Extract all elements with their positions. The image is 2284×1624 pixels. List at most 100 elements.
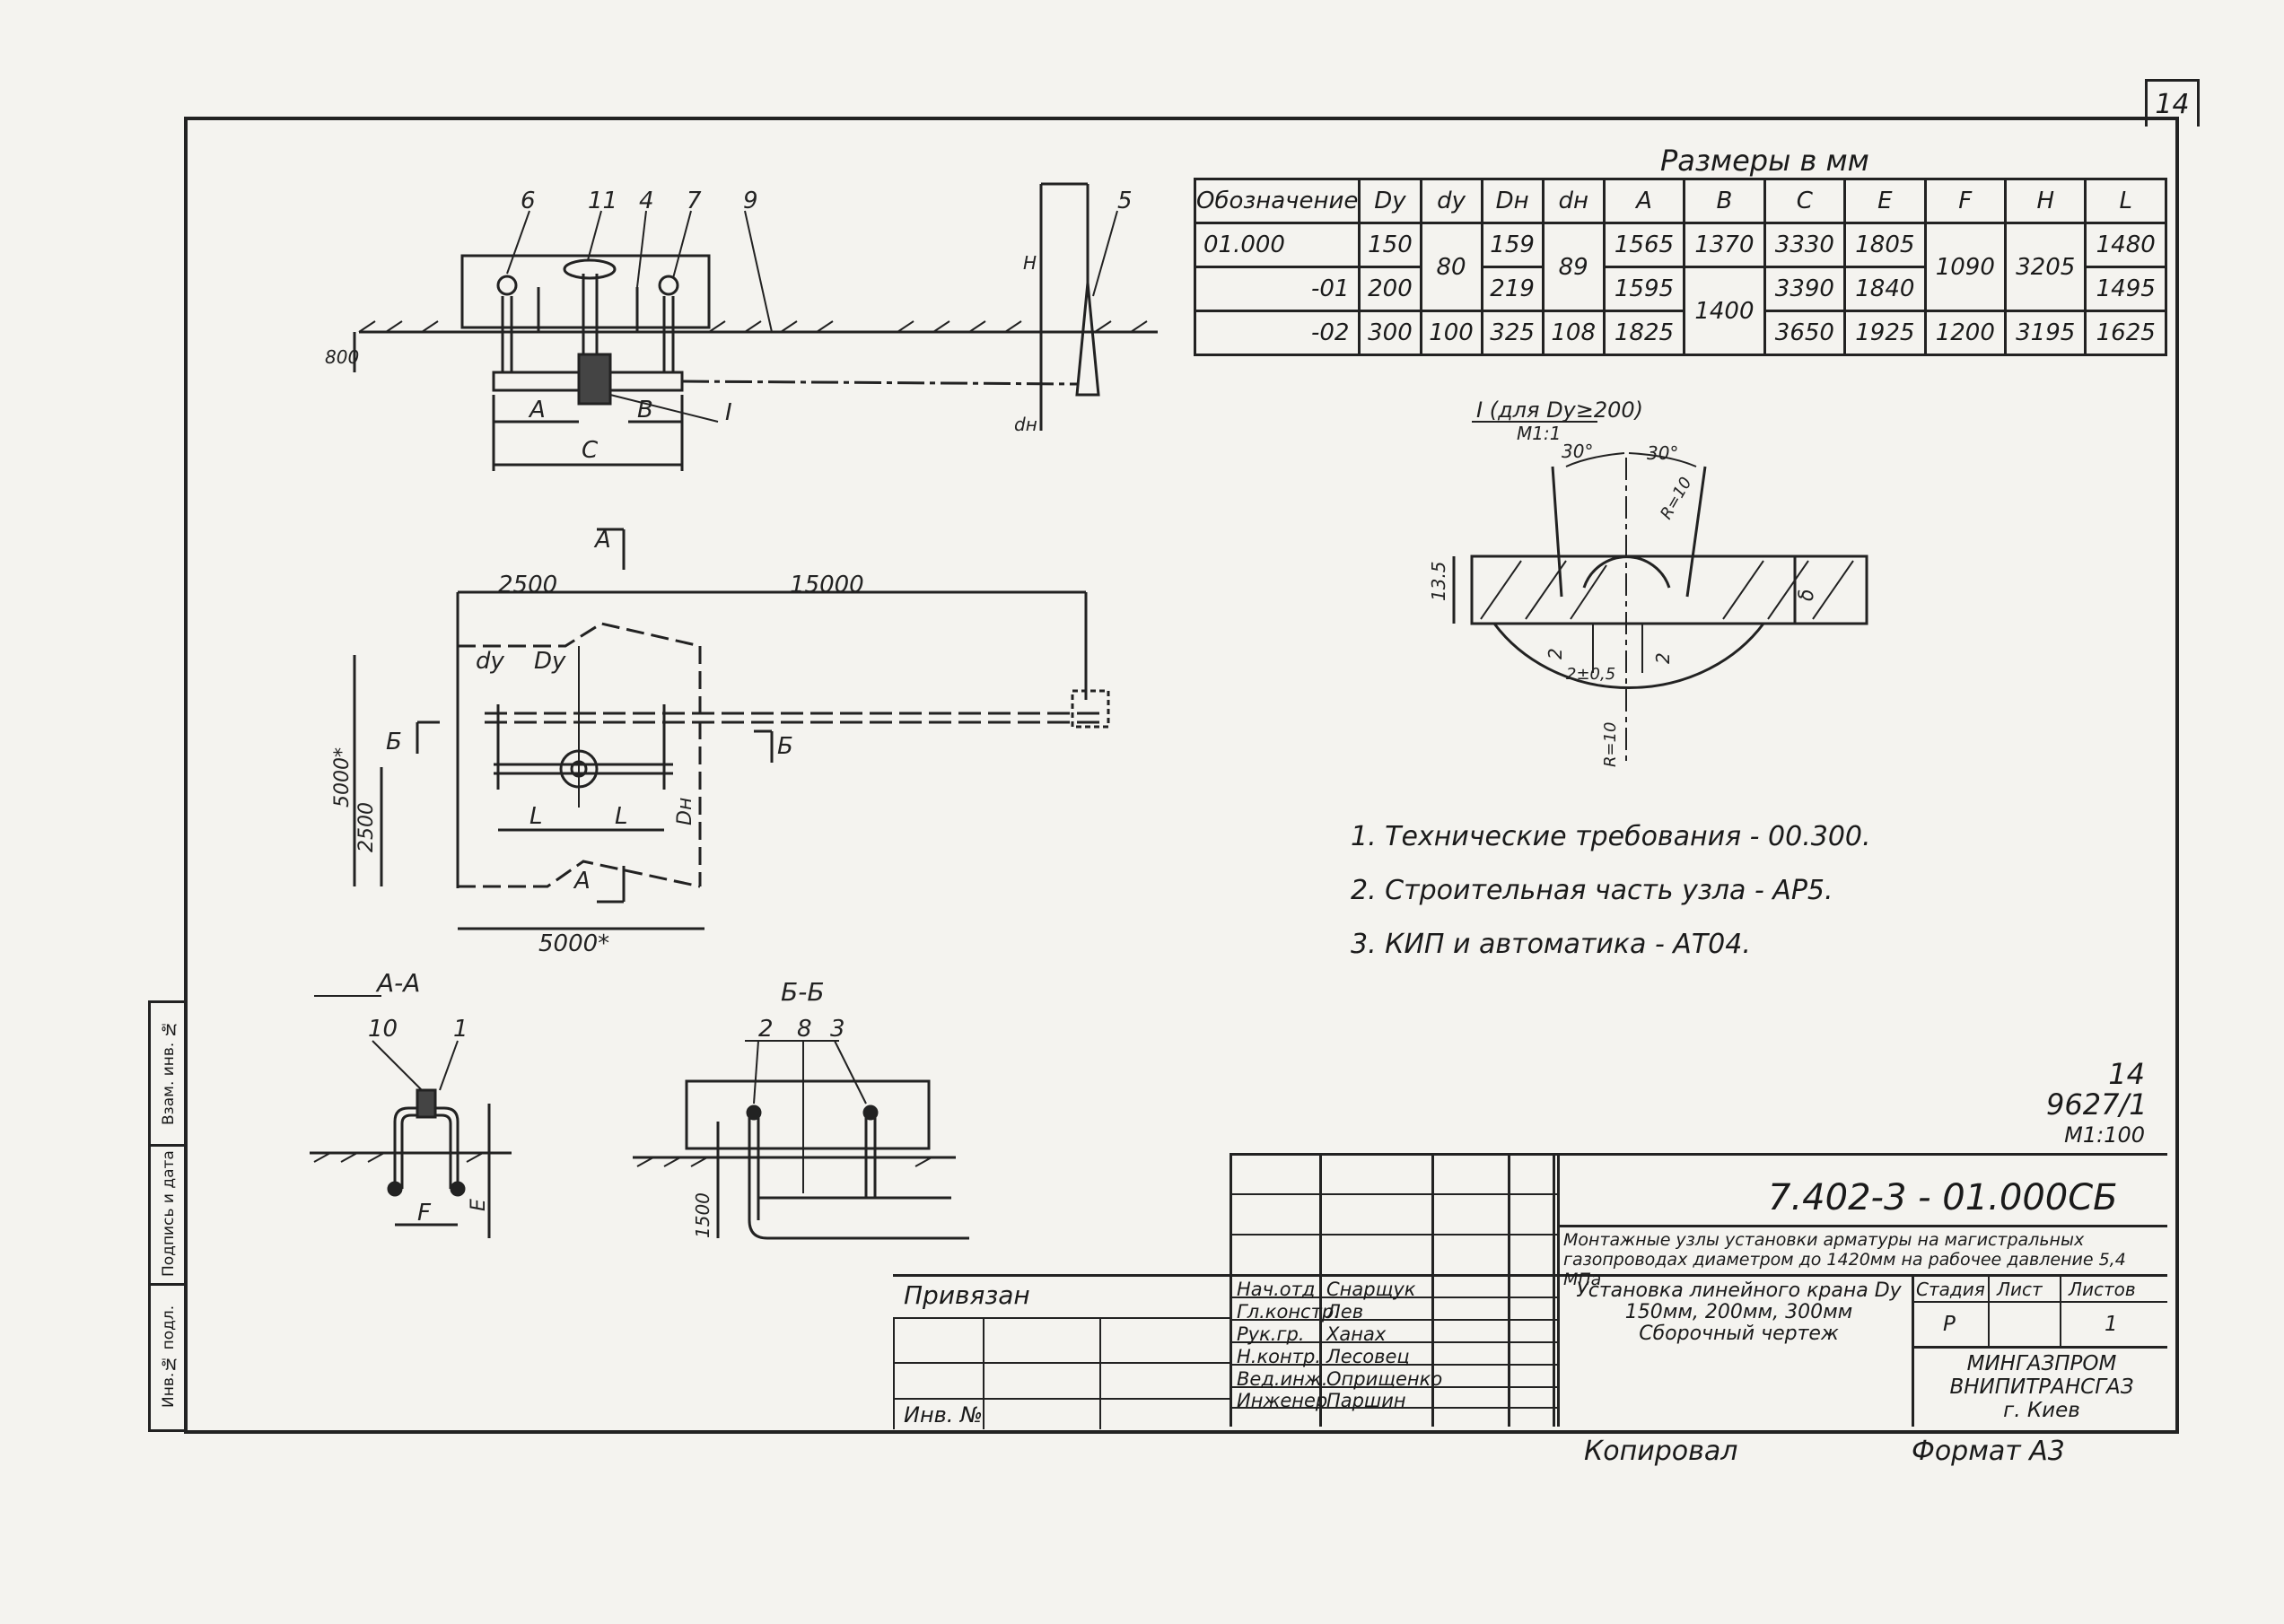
section-aa-pos-10: 10 — [368, 1016, 398, 1043]
label-pos-9: 9 — [743, 188, 758, 214]
table-header-row: Обозначение Dу dу Dн dн A B C E F H L — [1193, 178, 2167, 224]
table-cell: 1805 — [1843, 222, 1927, 268]
table-row: -02 300 100 325 108 1825 3650 1925 1200 … — [1193, 310, 2167, 356]
detail-radius-bottom: R=10 — [1601, 722, 1620, 768]
org-city: г. Киев — [2003, 1399, 2080, 1422]
name-engineer: Паршин — [1326, 1390, 1406, 1411]
label-pos-7: 7 — [687, 188, 702, 214]
dimensions-table: Обозначение Dу dу Dн dн A B C E F H L 01… — [1193, 178, 2167, 356]
label-dim-dn-plan: Dн — [674, 798, 696, 825]
table-cell: 3650 — [1763, 310, 1847, 356]
left-approval-strip: Взам. инв. № Подпись и дата Инв.№ подл. — [148, 1000, 187, 1432]
role-lead-engineer: Вед.инж. — [1237, 1368, 1328, 1390]
role-engineer: Инженер — [1237, 1390, 1328, 1411]
table-cell: 150 — [1358, 222, 1422, 268]
sheets-header: Листов — [2069, 1279, 2136, 1300]
table-cell: 80 — [1419, 222, 1483, 312]
label-section-b-left: Б — [386, 729, 402, 755]
col-b: B — [1683, 178, 1766, 224]
document-code: 7.402-3 - 01.000СБ — [1768, 1177, 2118, 1218]
detail-angle-left: 30° — [1562, 441, 1593, 462]
corner-sheet-number: 14 — [2145, 79, 2200, 127]
col-du-small: dу — [1419, 178, 1483, 224]
table-cell: -02 — [1193, 310, 1361, 356]
col-dn: Dн — [1480, 178, 1545, 224]
col-a: A — [1602, 178, 1686, 224]
bound-block: Привязан Инв. № — [893, 1274, 1230, 1429]
label-pos-5: 5 — [1117, 188, 1133, 214]
table-cell: 1495 — [2084, 266, 2167, 312]
technical-notes: 1. Технические требования - 00.300. 2. С… — [1351, 821, 1871, 982]
detail-delta: δ — [1796, 589, 1818, 601]
section-aa-dim-e: E — [468, 1199, 490, 1211]
detail-gap-left: 2 — [1545, 648, 1566, 659]
table-cell: 1595 — [1602, 266, 1686, 312]
label-dim-2500-top: 2500 — [498, 572, 557, 598]
sheet-header: Лист — [1997, 1279, 2043, 1300]
sheet-page: 14 — [2108, 1057, 2145, 1091]
sheets-value: 1 — [2105, 1313, 2118, 1336]
section-bb-dim-1500: 1500 — [692, 1192, 713, 1238]
note-item: 3. КИП и автоматика - АТ04. — [1351, 929, 1751, 960]
label-dim-c: C — [582, 437, 599, 464]
section-bb-pos-3: 3 — [830, 1016, 845, 1043]
label-dim-l-right: L — [615, 803, 628, 830]
table-cell: 89 — [1541, 222, 1606, 312]
col-h: H — [2003, 178, 2087, 224]
label-du-small: dу — [476, 648, 505, 675]
detail-gap-right: 2 — [1652, 652, 1674, 664]
name-chief-designer: Лев — [1326, 1301, 1364, 1323]
elevation-view — [353, 182, 1158, 471]
stage-header: Стадия — [1916, 1279, 1985, 1300]
drawing-frame — [184, 117, 2179, 1434]
detail-scale: М1:1 — [1517, 423, 1561, 444]
section-aa-dim-f: F — [417, 1200, 432, 1227]
label-pos-11: 11 — [588, 188, 617, 214]
note-item: 2. Строительная часть узла - АР5. — [1351, 875, 1833, 906]
table-row: 01.000 150 80 159 89 1565 1370 3330 1805… — [1193, 222, 2167, 312]
section-bb — [633, 1040, 969, 1240]
table-row: -01 200 219 1595 1400 3390 1840 1495 — [1193, 266, 2167, 356]
role-group-lead: Рук.гр. — [1237, 1323, 1305, 1345]
table-cell: 1840 — [1843, 266, 1927, 312]
table-cell: -01 — [1193, 266, 1361, 312]
label-dim-a: A — [528, 397, 546, 423]
table-cell: 325 — [1480, 310, 1545, 356]
col-f: F — [1923, 178, 2008, 224]
label-dim-dn: dн — [1014, 414, 1037, 435]
sheet-code: 9627/1 — [2046, 1087, 2148, 1122]
role-head-dept: Нач.отд — [1237, 1279, 1316, 1300]
table-cell: 3195 — [2003, 310, 2087, 356]
bound-label: Привязан — [904, 1280, 1030, 1310]
label-detail-i: I — [725, 399, 732, 426]
org-institute: ВНИПИТРАНСГАЗ — [1949, 1375, 2134, 1399]
table-cell: 108 — [1541, 310, 1606, 356]
table-cell: 1370 — [1683, 222, 1766, 268]
title-block: Нач.отд Гл.констр. Рук.гр. Н.контр. Вед.… — [1230, 1153, 2167, 1427]
org-ministry: МИНГАЗПРОМ — [1966, 1352, 2117, 1375]
detail-title: I (для Dу≥200) — [1476, 397, 1643, 423]
table-cell: 3330 — [1763, 222, 1847, 268]
table-cell: 1400 — [1683, 266, 1766, 356]
plan-view — [353, 528, 1110, 930]
weld-detail — [1452, 421, 1868, 763]
table-cell: 200 — [1358, 266, 1422, 312]
dimensions-caption: Размеры в мм — [1660, 144, 1869, 178]
label-pos-6: 6 — [521, 188, 536, 214]
table-cell: 1625 — [2084, 310, 2167, 356]
col-e: E — [1843, 178, 1927, 224]
label-dim-5000-bottom: 5000* — [538, 930, 609, 957]
section-bb-pos-8: 8 — [797, 1016, 812, 1043]
detail-thickness: 13.5 — [1428, 561, 1449, 601]
label-section-a-top: A — [593, 527, 611, 554]
table-cell: 1925 — [1843, 310, 1927, 356]
label-dim-l-left: L — [529, 803, 543, 830]
note-item: 1. Технические требования - 00.300. — [1351, 821, 1871, 852]
table-cell: 159 — [1480, 222, 1545, 268]
inv-label: Инв. № — [904, 1402, 984, 1428]
col-c: C — [1763, 178, 1847, 224]
table-cell: 3390 — [1763, 266, 1847, 312]
sheet-number-block: 14 9627/1 М1:100 — [2046, 1057, 2148, 1150]
label-dim-h: H — [1023, 252, 1037, 274]
name-head-dept: Снарщук — [1326, 1279, 1416, 1300]
